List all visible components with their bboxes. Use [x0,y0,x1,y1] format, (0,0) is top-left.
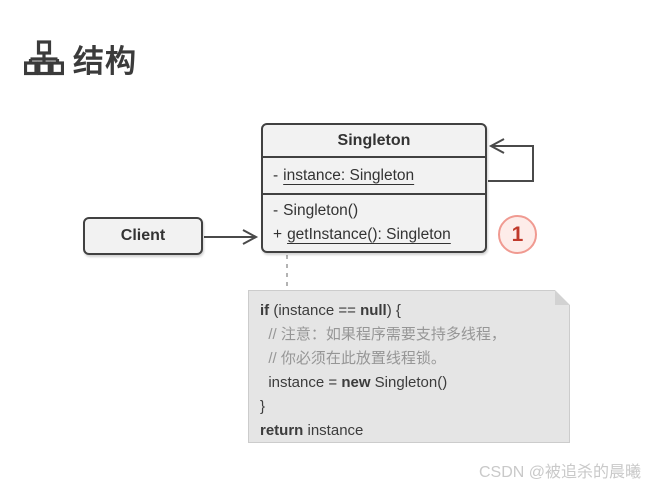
page-title: 结构 [73,44,137,79]
singleton-class-header: Singleton [263,125,485,158]
method-constructor: -Singleton() [273,202,359,219]
field-instance: -instance: Singleton [273,166,415,184]
singleton-methods-section: -Singleton() +getInstance(): Singleton [263,195,485,251]
sitemap-icon [24,40,64,77]
code-line: // 你必须在此放置线程锁。 [260,350,446,367]
code-line: instance = new Singleton() [260,374,448,391]
watermark: CSDN @被追杀的晨曦 [478,464,641,481]
code-line: return instance [260,422,364,439]
note-code: if (instance == null) { // 注意：如果程序需要支持多线… [260,299,569,443]
code-line: } [260,398,266,415]
method-getinstance: +getInstance(): Singleton [273,226,451,243]
annotation-badge-label: 1 [511,222,524,246]
code-line: // 注意：如果程序需要支持多线程， [260,326,506,343]
section-title: 结构 [24,36,137,81]
client-class-name: Client [120,227,166,244]
client-class-box: Client [83,217,203,255]
code-line: if (instance == null) { [260,302,401,319]
annotation-badge-1: 1 [498,215,537,254]
singleton-class-box: Singleton -instance: Singleton -Singleto… [261,123,487,253]
singleton-class-name: Singleton [337,131,411,149]
client-to-singleton-arrow [204,229,259,245]
code-note: if (instance == null) { // 注意：如果程序需要支持多线… [248,290,570,443]
self-reference-arrow [488,138,534,182]
singleton-fields-section: -instance: Singleton [263,158,485,195]
